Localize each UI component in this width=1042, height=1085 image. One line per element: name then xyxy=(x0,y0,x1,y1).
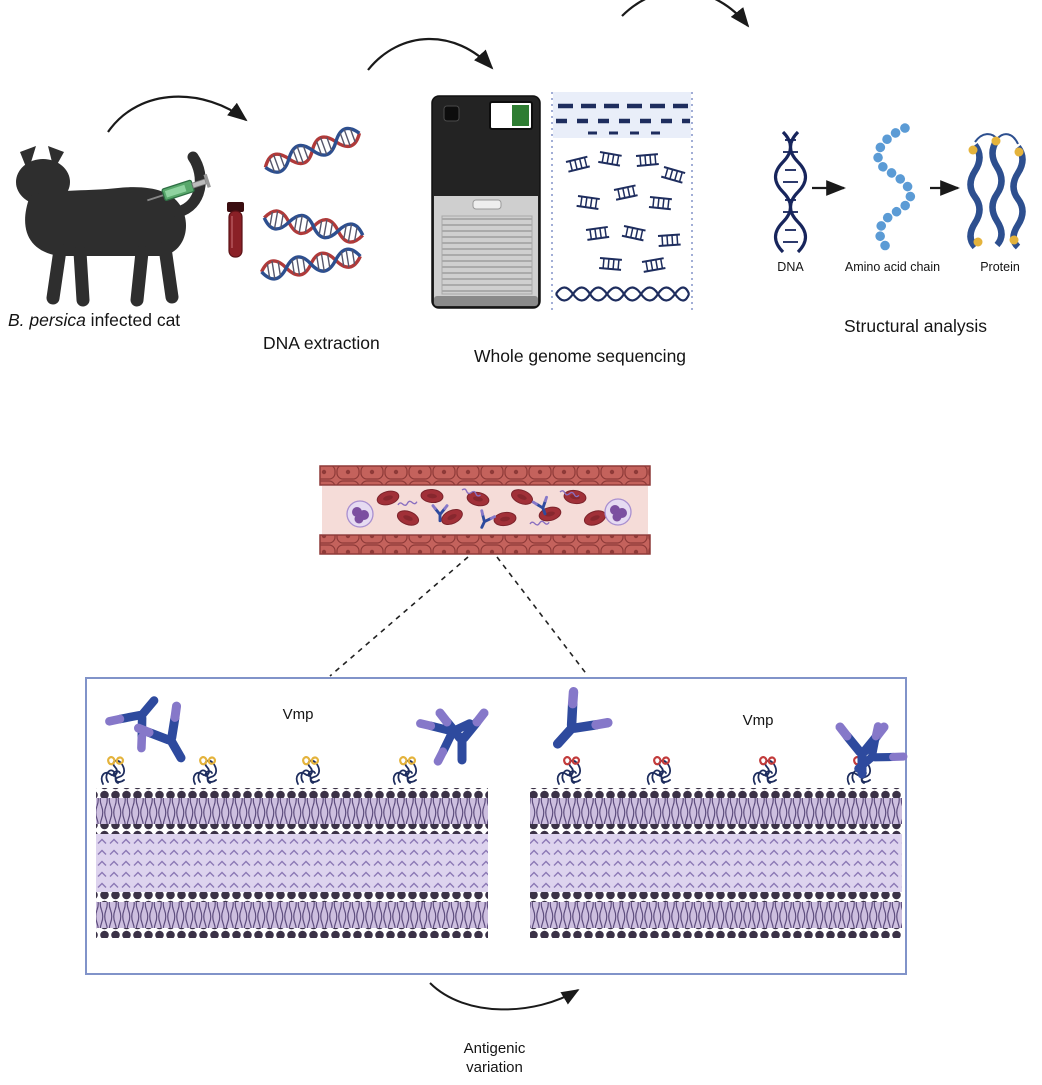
curved-arrow-icon xyxy=(107,0,750,133)
antigenic-variation-label: Antigenic variation xyxy=(463,1040,526,1076)
dna-fragments-panel xyxy=(551,92,693,312)
sequencer-icon xyxy=(431,95,541,309)
dna-extraction-label: DNA extraction xyxy=(263,333,380,353)
wgs-label: Whole genome sequencing xyxy=(473,346,687,366)
dna-vertical-icon xyxy=(773,130,808,254)
lipid-bilayer-icon xyxy=(530,788,902,938)
amino-chain-sublabel: Amino acid chain xyxy=(844,260,941,274)
cat-icon xyxy=(16,146,206,307)
amino-acid-chain-icon xyxy=(873,123,916,257)
blood-tube-icon xyxy=(227,202,244,258)
cat-label: B. persica infected cat xyxy=(8,310,228,332)
blood-vessel-icon xyxy=(319,465,651,555)
curved-arrow-icon xyxy=(429,982,580,1011)
dna-sublabel: DNA xyxy=(777,260,804,274)
cat-label-species: B. persica xyxy=(8,310,86,330)
protein-sublabel: Protein xyxy=(980,260,1020,274)
vmp-left-label: Vmp xyxy=(282,706,314,723)
syringe-icon xyxy=(147,173,211,202)
membrane-zoom-box xyxy=(85,677,906,975)
protein-ribbon-icon xyxy=(967,133,1026,250)
cat-label-rest: infected cat xyxy=(85,310,181,330)
vmp-right-label: Vmp xyxy=(742,712,774,729)
structural-analysis-label: Structural analysis xyxy=(844,316,987,336)
dna-helix-icon xyxy=(258,123,367,283)
zoom-dashed-lines xyxy=(329,556,589,677)
lipid-bilayer-icon xyxy=(96,788,488,938)
